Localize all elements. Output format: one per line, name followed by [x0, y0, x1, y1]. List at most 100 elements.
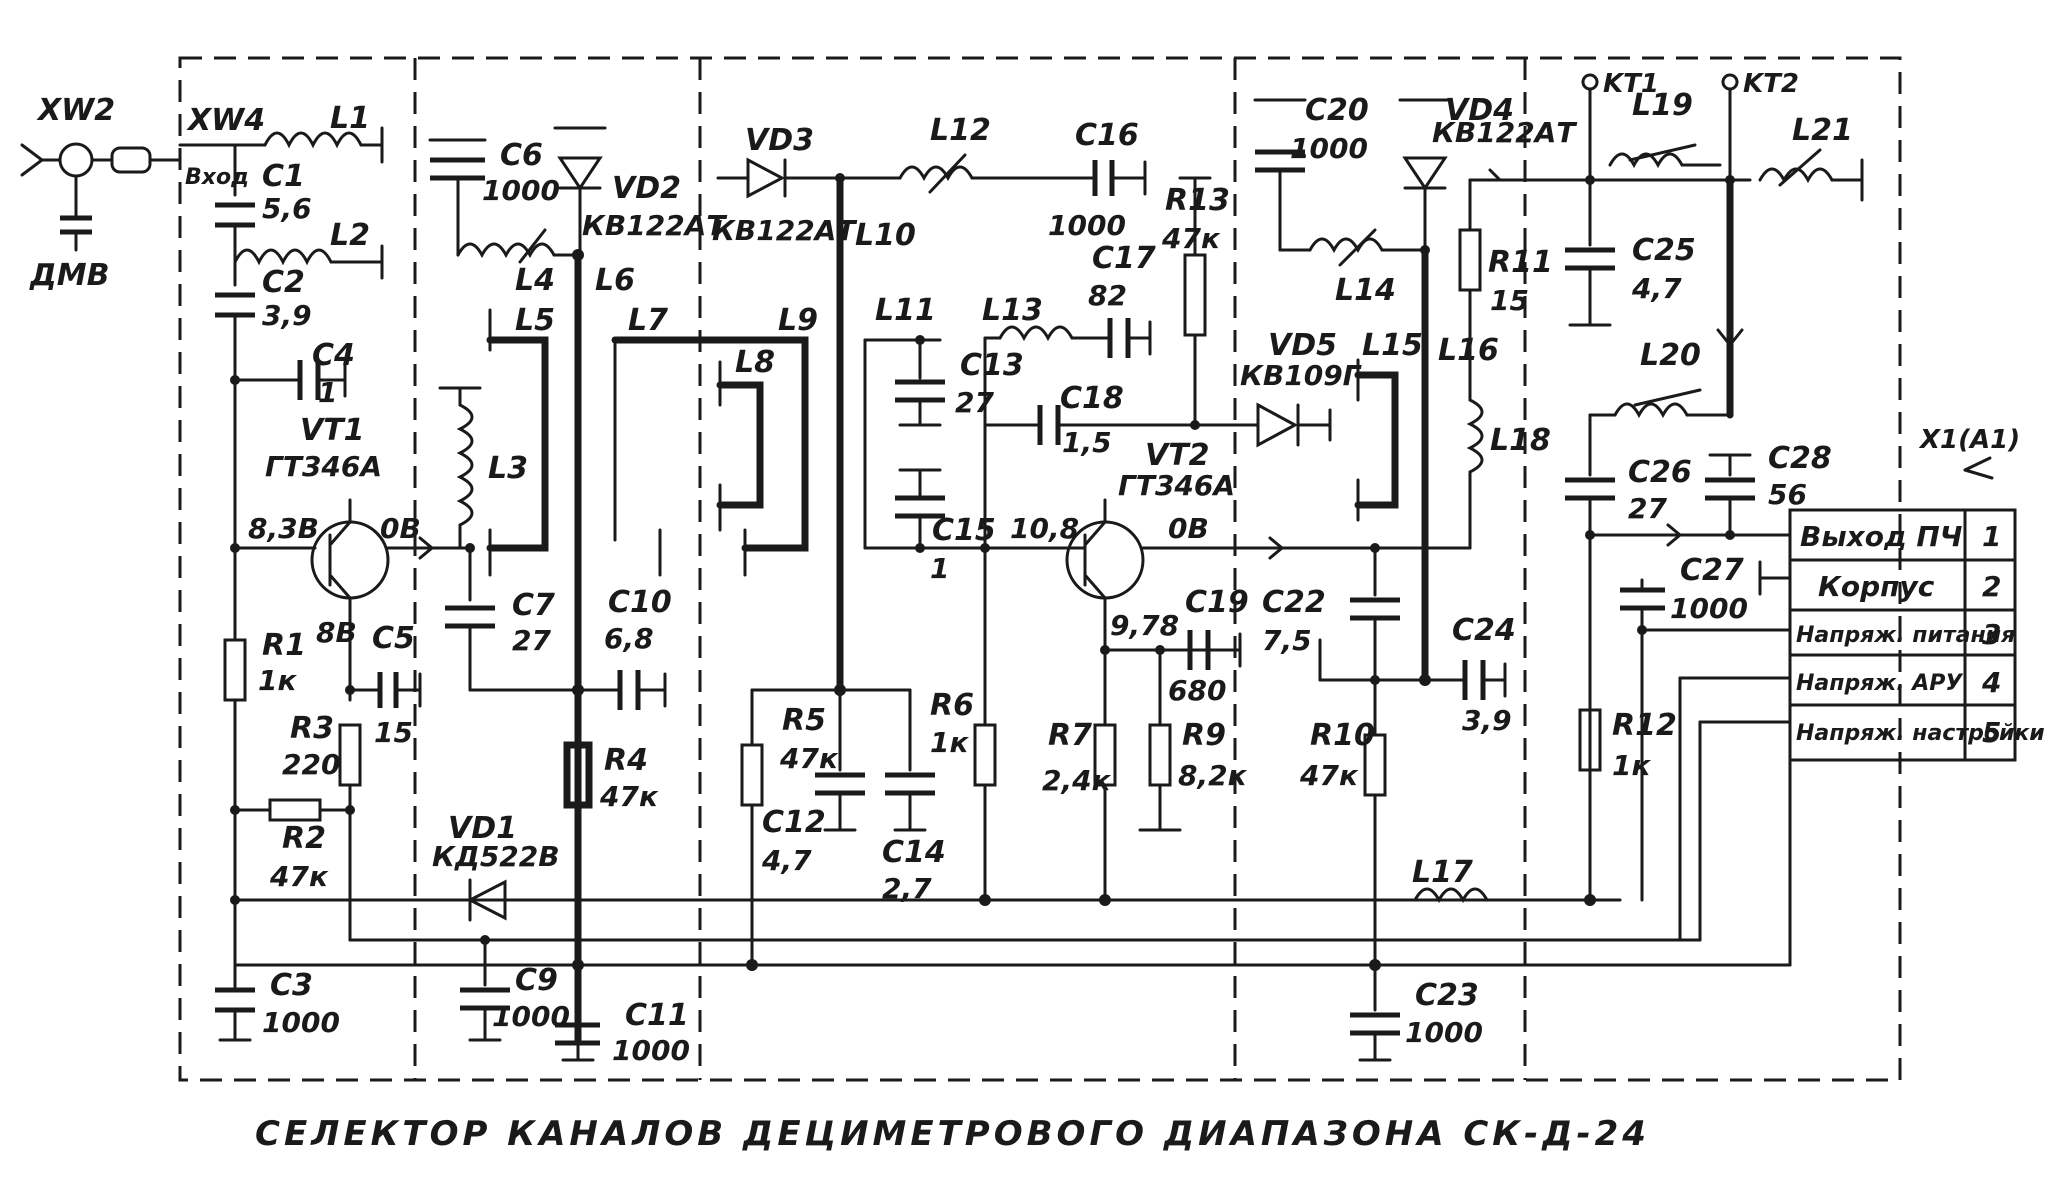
c9-value: 1000: [492, 1000, 570, 1033]
r13-ref: R13: [1165, 183, 1230, 218]
c1-value: 5,6: [262, 192, 312, 225]
c4-value: 1: [318, 376, 337, 409]
vt2-ref: VT2: [1145, 438, 1210, 473]
c2-value: 3,9: [262, 299, 312, 332]
c17-value: 82: [1088, 279, 1127, 312]
vd1-type: КД522В: [432, 840, 560, 873]
vt2-base-voltage: 9,78: [1110, 609, 1179, 642]
pin1-label: Выход ПЧ: [1800, 520, 1963, 553]
c14-value: 2,7: [882, 872, 932, 905]
r11-ref: R11: [1488, 245, 1553, 280]
l1-coil: [263, 131, 363, 149]
c7-ref: C7: [512, 588, 555, 623]
c25-ref: C25: [1632, 233, 1696, 268]
r9-ref: R9: [1182, 718, 1226, 753]
c20-ref: C20: [1305, 93, 1369, 128]
c10-ref: C10: [608, 585, 672, 620]
vd2-ref: VD2: [612, 171, 681, 206]
stage-2: C6 1000 VD2 КВ122АТ L4 L6 L5 L3 C7 27 C1…: [233, 126, 1792, 1067]
vt1-collector-voltage: 0В: [380, 512, 421, 545]
l21-coil: [1758, 167, 1834, 184]
c3-value: 1000: [262, 1006, 340, 1039]
l20-coil: [1613, 402, 1689, 419]
c18-ref: C18: [1060, 381, 1124, 416]
l18-label: L18: [1490, 423, 1551, 458]
c3-ref: C3: [270, 968, 313, 1003]
vd2-type: КВ122АТ: [582, 209, 727, 242]
vd1-ref: VD1: [448, 811, 517, 846]
vt1-base-voltage: 8В: [316, 616, 357, 649]
l8-label: L8: [735, 345, 775, 380]
c18-value: 1,5: [1062, 426, 1112, 459]
stage-5: C20 1000 VD4 КВ122АТ L14 L16 R11 15 L18 …: [1253, 93, 1577, 1062]
r1-value: 1к: [258, 664, 297, 697]
c22-ref: C22: [1262, 585, 1326, 620]
vd3-type: КВ122АТ: [712, 214, 857, 247]
c5-ref: C5: [372, 621, 415, 656]
vd3-ref: VD3: [745, 123, 814, 158]
r13-value: 47к: [1161, 222, 1221, 255]
input-label: Вход: [185, 165, 249, 190]
stage-4: L13 L11 C13 27 C17 82 R13 47к C18 1,5 VT…: [863, 176, 1472, 906]
c4-ref: C4: [312, 338, 355, 373]
vd5-ref: VD5: [1268, 328, 1337, 363]
l3-label: L3: [488, 451, 528, 486]
vt2-type: ГТ346А: [1118, 469, 1235, 502]
l12-label: L12: [930, 113, 991, 148]
xw2-label: XW2: [36, 93, 115, 128]
c24-ref: C24: [1452, 613, 1516, 648]
c14-ref: C14: [882, 835, 946, 870]
l4-label: L4: [515, 263, 555, 298]
r6-ref: R6: [930, 688, 974, 723]
l1-label: L1: [330, 101, 370, 136]
l21-label: L21: [1792, 113, 1853, 148]
vt1-ref: VT1: [300, 413, 365, 448]
l7-label: L7: [628, 303, 668, 338]
c16-ref: C16: [1075, 118, 1139, 153]
c6-value: 1000: [482, 174, 560, 207]
l13-coil: [998, 325, 1074, 342]
vt1-type: ГТ346А: [265, 450, 382, 483]
r7-value: 2,4к: [1042, 764, 1112, 797]
c6-ref: C6: [500, 138, 543, 173]
c5-value: 15: [374, 716, 413, 749]
c23-value: 1000: [1405, 1016, 1483, 1049]
r5-ref: R5: [782, 703, 826, 738]
c9-ref: C9: [515, 963, 558, 998]
c13-value: 27: [955, 386, 994, 419]
l18-coil: [1466, 398, 1484, 474]
c26-value: 27: [1628, 492, 1667, 525]
r4-value: 47к: [599, 780, 659, 813]
c11-ref: C11: [625, 998, 689, 1033]
c13-ref: C13: [960, 348, 1024, 383]
l16-label: L16: [1438, 333, 1499, 368]
c10-value: 6,8: [604, 622, 654, 655]
l14-label: L14: [1335, 273, 1396, 308]
pin2-label: Корпус: [1818, 570, 1935, 603]
l14-coil: [1308, 237, 1384, 254]
r6-value: 1к: [930, 726, 969, 759]
pin3-label: Напряж. питания: [1796, 623, 2015, 648]
vd4-type: КВ122АТ: [1432, 116, 1577, 149]
c1-ref: C1: [262, 159, 305, 194]
kt2-label: KT2: [1743, 69, 1799, 99]
r12-ref: R12: [1612, 708, 1677, 743]
l12-coil: [898, 165, 974, 182]
r2-ref: R2: [282, 821, 326, 856]
l5-label: L5: [515, 303, 555, 338]
r3-value: 220: [282, 748, 340, 781]
c12-ref: C12: [762, 805, 826, 840]
vt2-collector-voltage: 0В: [1168, 512, 1209, 545]
l13-label: L13: [982, 293, 1043, 328]
pin5-number: 5: [1982, 716, 2001, 749]
pin2-number: 2: [1982, 570, 2001, 603]
l17-coil: [1413, 887, 1489, 904]
r10-ref: R10: [1310, 718, 1375, 753]
l20-label: L20: [1640, 338, 1701, 373]
xw4-label: XW4: [186, 103, 265, 138]
vt2-emitter-voltage: 10,8: [1010, 512, 1079, 545]
r4-ref: R4: [604, 743, 648, 778]
c28-ref: C28: [1768, 441, 1832, 476]
r2-value: 47к: [269, 860, 329, 893]
